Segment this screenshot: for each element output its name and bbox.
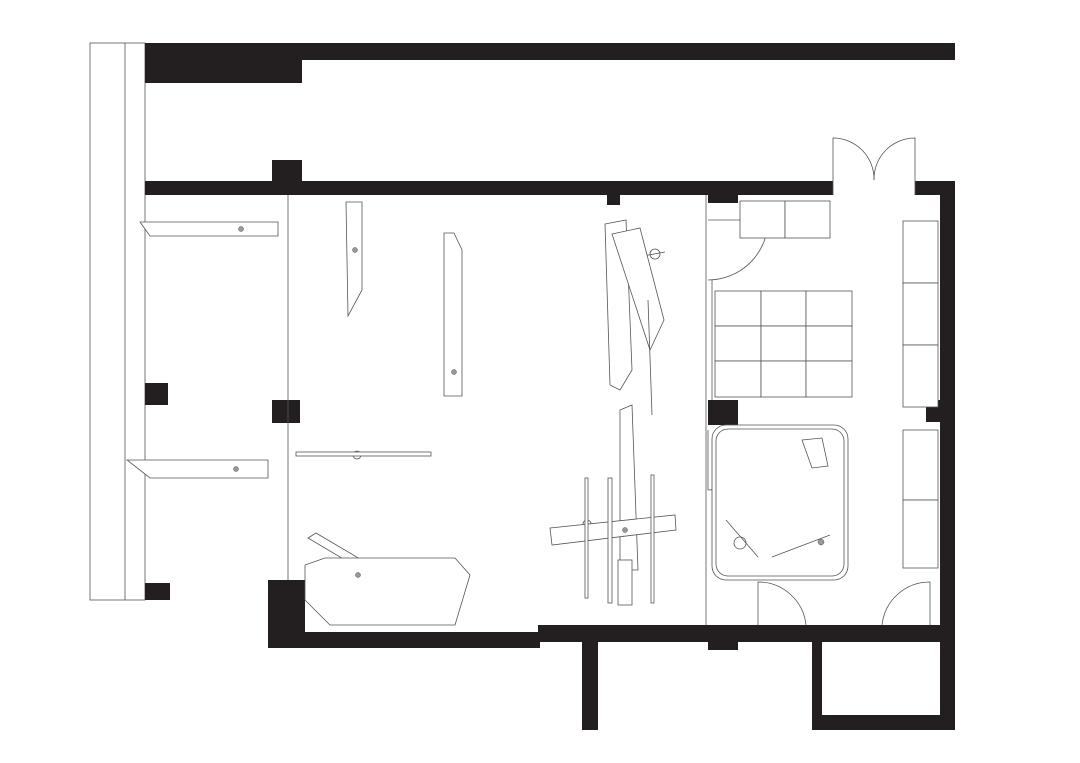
seating-tiles xyxy=(714,200,939,569)
display-panel-icon xyxy=(125,201,677,626)
camera-fixture-icon xyxy=(352,248,759,558)
facade-strip xyxy=(89,42,146,601)
partitions xyxy=(287,195,713,625)
walls xyxy=(145,43,955,730)
booth-room xyxy=(711,424,849,581)
